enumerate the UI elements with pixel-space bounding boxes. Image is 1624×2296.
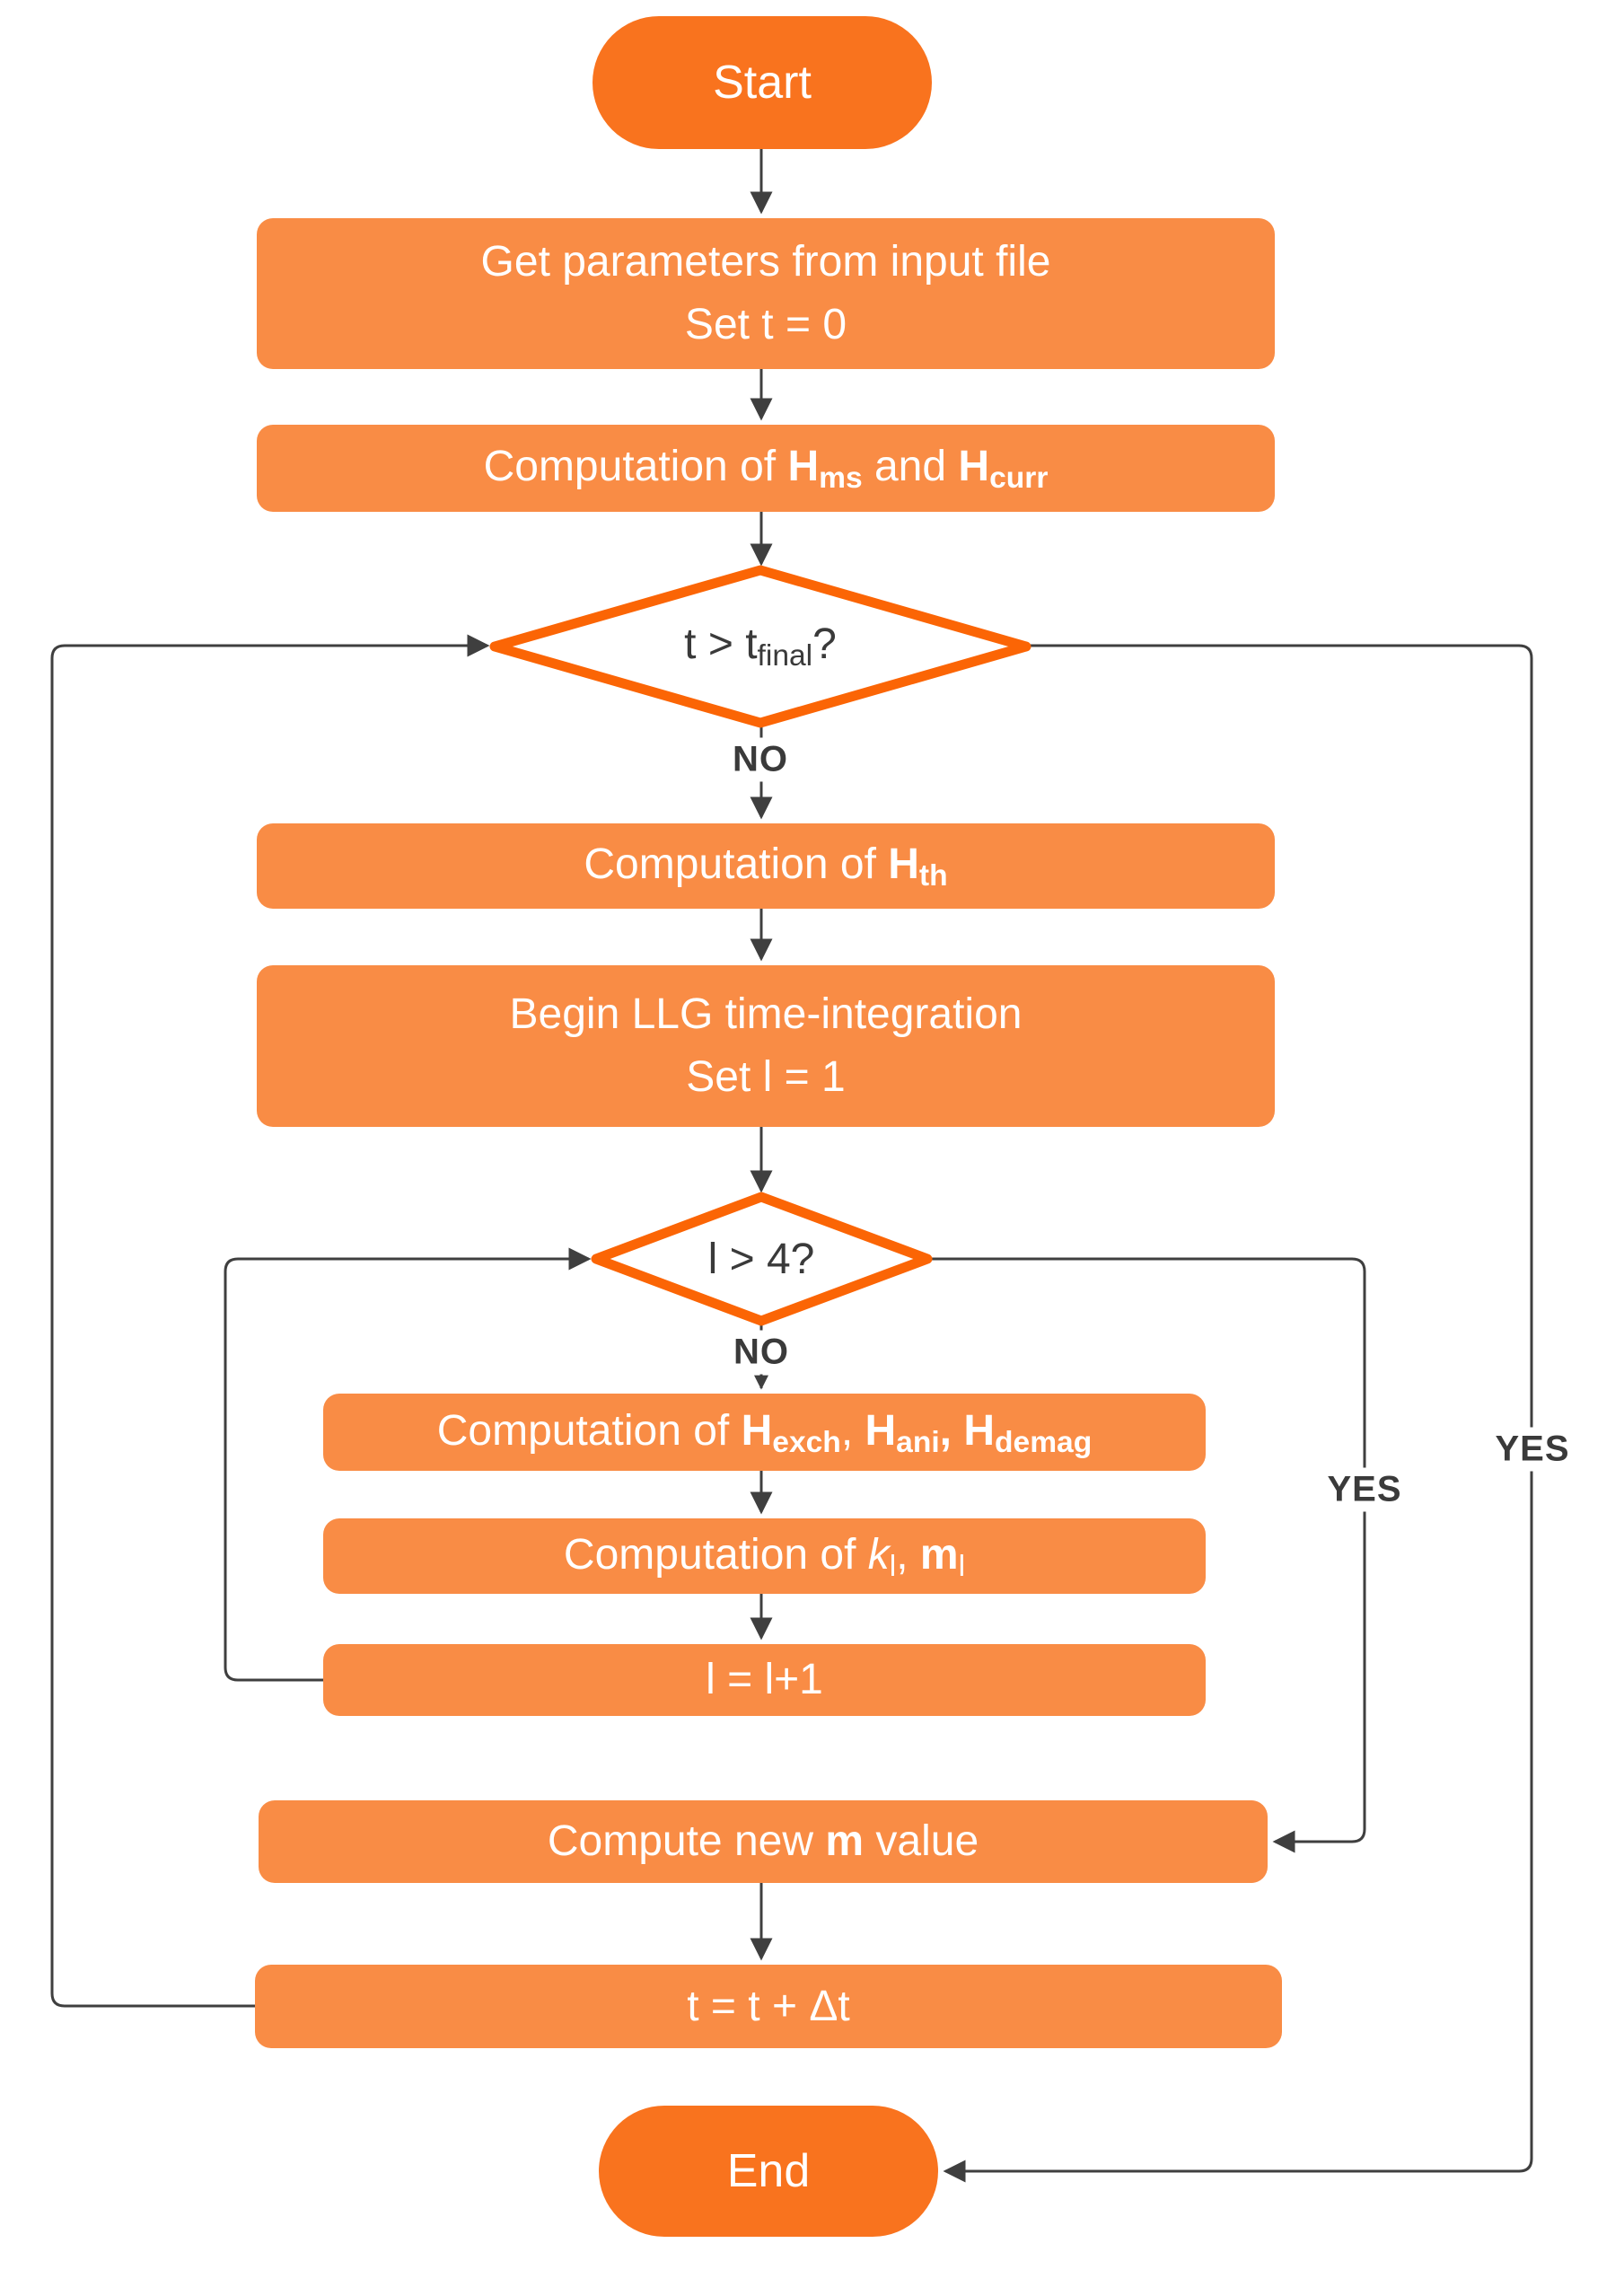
decision-l-4-shape xyxy=(591,1192,933,1326)
edge-t-increment-loop-to-t-check xyxy=(50,634,490,2008)
process-t-increment: t = t + Δt xyxy=(255,1965,1282,2048)
edge-label-yes-outer: YES xyxy=(1488,1427,1577,1472)
end-label: End xyxy=(726,2145,811,2197)
process-computation-hth-label: Computation of Hth xyxy=(584,840,948,893)
process-computation-kl-ml: Computation of kl, ml xyxy=(323,1518,1206,1594)
decision-t-final-shape xyxy=(489,565,1031,728)
edge-l-check-yes-to-compute-new-m xyxy=(927,1257,1366,1853)
process-computation-hexch-label: Computation of Hexch, Hani, Hdemag xyxy=(436,1406,1093,1459)
edge-label-yes-inner: YES xyxy=(1320,1467,1409,1512)
process-computation-kl-ml-label: Computation of kl, ml xyxy=(563,1530,966,1583)
edge-label-no-1: NO xyxy=(725,737,795,782)
process-computation-hms-hcurr-label: Computation of Hms and Hcurr xyxy=(483,443,1049,496)
process-compute-new-m-label: Compute new m value xyxy=(547,1817,979,1866)
start-terminal: Start xyxy=(593,16,932,149)
process-l-increment: l = l+1 xyxy=(323,1644,1206,1716)
process-l-increment-label: l = l+1 xyxy=(706,1656,823,1704)
end-terminal: End xyxy=(599,2106,938,2237)
process-computation-hms-hcurr: Computation of Hms and Hcurr xyxy=(257,425,1275,512)
decision-t-final-label: t > tfinal? xyxy=(684,620,837,673)
start-label: Start xyxy=(713,57,812,109)
edge-l-increment-loop-to-l-check xyxy=(224,1247,592,1682)
edge-label-no-2: NO xyxy=(726,1330,796,1375)
process-t-increment-label: t = t + Δt xyxy=(687,1982,850,2030)
process-computation-hexch-hani-hdemag: Computation of Hexch, Hani, Hdemag xyxy=(323,1394,1206,1471)
process-compute-new-m: Compute new m value xyxy=(259,1800,1268,1883)
process-computation-hth: Computation of Hth xyxy=(257,823,1275,909)
decision-l-4-label: l > 4? xyxy=(707,1235,815,1283)
edge-t-check-yes-to-end xyxy=(943,644,1533,2183)
